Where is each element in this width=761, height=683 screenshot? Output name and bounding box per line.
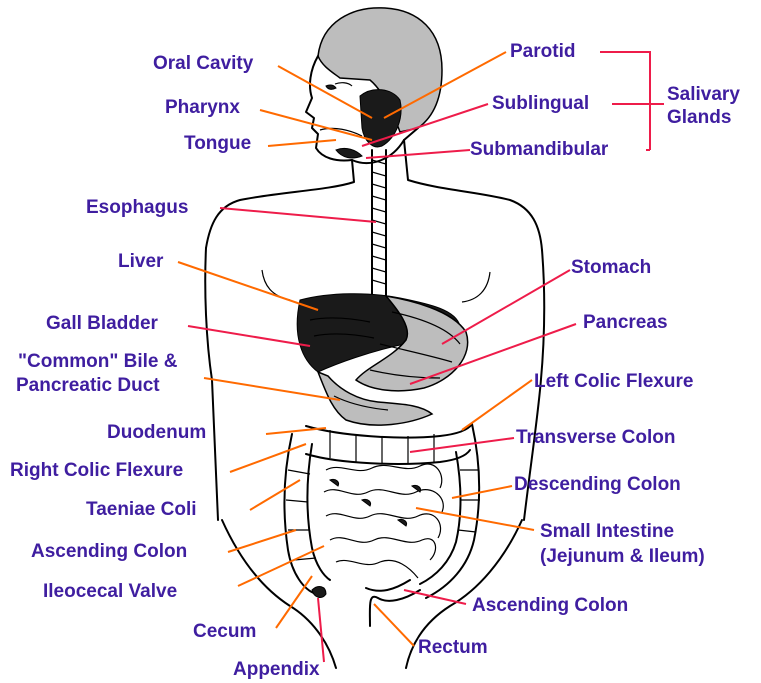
leader-left-colic-flexure bbox=[462, 380, 532, 430]
label-ascending-colon-left: Ascending Colon bbox=[31, 541, 187, 563]
label-submandibular: Submandibular bbox=[470, 139, 608, 161]
leader-cecum bbox=[276, 576, 312, 628]
label-tongue: Tongue bbox=[184, 133, 251, 155]
leader-common-bile bbox=[204, 378, 340, 400]
label-esophagus: Esophagus bbox=[86, 197, 188, 219]
leader-duodenum bbox=[266, 428, 326, 434]
label-cecum: Cecum bbox=[193, 621, 256, 643]
label-salivary-line1: Salivary bbox=[667, 84, 740, 106]
leader-esophagus bbox=[220, 208, 376, 222]
label-ascending-colon-right: Ascending Colon bbox=[472, 595, 628, 617]
rectum-illustration bbox=[312, 580, 420, 626]
label-appendix: Appendix bbox=[233, 659, 320, 681]
label-descending-colon: Descending Colon bbox=[514, 474, 681, 496]
label-pancreas: Pancreas bbox=[583, 312, 668, 334]
leader-pharynx bbox=[260, 110, 372, 140]
salivary-bracket bbox=[600, 52, 664, 150]
colon-illustration bbox=[285, 424, 480, 598]
leader-right-colic-flexure bbox=[230, 444, 306, 472]
label-stomach: Stomach bbox=[571, 257, 651, 279]
label-common-bile-line2: Pancreatic Duct bbox=[16, 375, 160, 397]
label-small-intestine-line2: (Jejunum & Ileum) bbox=[540, 546, 705, 568]
label-gall-bladder: Gall Bladder bbox=[46, 313, 158, 335]
leader-liver bbox=[178, 262, 318, 310]
leader-ileocecal-valve bbox=[238, 546, 324, 586]
label-oral-cavity: Oral Cavity bbox=[153, 53, 253, 75]
label-duodenum: Duodenum bbox=[107, 422, 206, 444]
esophagus-illustration bbox=[372, 150, 386, 296]
label-small-intestine-line1: Small Intestine bbox=[540, 521, 674, 543]
label-right-colic-flexure: Right Colic Flexure bbox=[10, 460, 183, 482]
leader-submandibular bbox=[366, 150, 470, 158]
oral-cavity-illustration bbox=[320, 90, 401, 158]
label-rectum: Rectum bbox=[418, 637, 488, 659]
label-pharynx: Pharynx bbox=[165, 97, 240, 119]
leader-tongue bbox=[268, 140, 336, 146]
label-taeniae-coli: Taeniae Coli bbox=[86, 499, 197, 521]
small-intestine-illustration bbox=[324, 464, 443, 578]
label-parotid: Parotid bbox=[510, 41, 575, 63]
label-transverse-colon: Transverse Colon bbox=[516, 427, 675, 449]
label-common-bile-line1: "Common" Bile & bbox=[18, 351, 177, 373]
label-ileocecal-valve: Ileocecal Valve bbox=[43, 581, 177, 603]
leader-small-intestine bbox=[416, 508, 534, 530]
leader-taeniae-coli bbox=[250, 480, 300, 510]
label-left-colic-flexure: Left Colic Flexure bbox=[534, 371, 693, 393]
label-salivary-line2: Glands bbox=[667, 107, 731, 129]
label-liver: Liver bbox=[118, 251, 163, 273]
leader-rectum bbox=[374, 604, 414, 646]
leader-appendix bbox=[318, 598, 324, 662]
leader-transverse-colon bbox=[410, 438, 514, 452]
label-sublingual: Sublingual bbox=[492, 93, 589, 115]
